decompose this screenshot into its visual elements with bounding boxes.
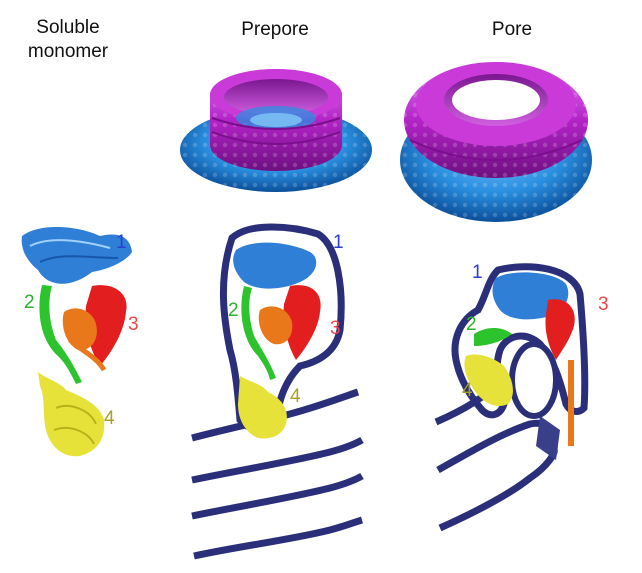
prepore-membrane-4	[193, 516, 363, 560]
pore-density-outline	[451, 263, 589, 419]
pore-membrane-2	[436, 419, 558, 474]
pore-label-3: 3	[598, 294, 609, 315]
prepore-membrane-2	[191, 436, 364, 484]
soluble-label-3: 3	[128, 314, 139, 335]
prepore-structure	[191, 223, 364, 560]
prepore-membrane-1	[191, 388, 360, 442]
soluble-label-1: 1	[116, 232, 127, 253]
prepore-label-3: 3	[330, 318, 341, 339]
pore-label-4: 4	[462, 380, 473, 401]
soluble-label-4: 4	[104, 408, 115, 429]
title-pore: Pore	[491, 19, 533, 40]
pore-hole	[452, 80, 540, 120]
soluble-monomer-structure	[21, 226, 133, 457]
soluble-label-2: 2	[24, 292, 35, 313]
prepore-membrane-3	[191, 472, 364, 520]
title-soluble-line1: Soluble	[36, 17, 100, 38]
pore-ring	[400, 62, 592, 222]
prepore-density-outline	[219, 223, 345, 433]
prepore-label-1: 1	[333, 232, 344, 253]
prepore-ring	[180, 69, 372, 192]
title-prepore: Prepore	[241, 19, 309, 40]
prepore-label-4: 4	[290, 386, 301, 407]
pore-cavity	[509, 341, 559, 419]
soluble-domain-2	[39, 285, 82, 384]
soluble-domain-3	[85, 285, 127, 366]
title-soluble-monomer: Soluble monomer	[8, 16, 128, 64]
prepore-label-2: 2	[228, 300, 239, 321]
pore-label-1: 1	[472, 262, 483, 283]
title-soluble-line2: monomer	[27, 41, 109, 62]
pore-structure	[434, 263, 589, 532]
pore-label-2: 2	[466, 314, 477, 335]
